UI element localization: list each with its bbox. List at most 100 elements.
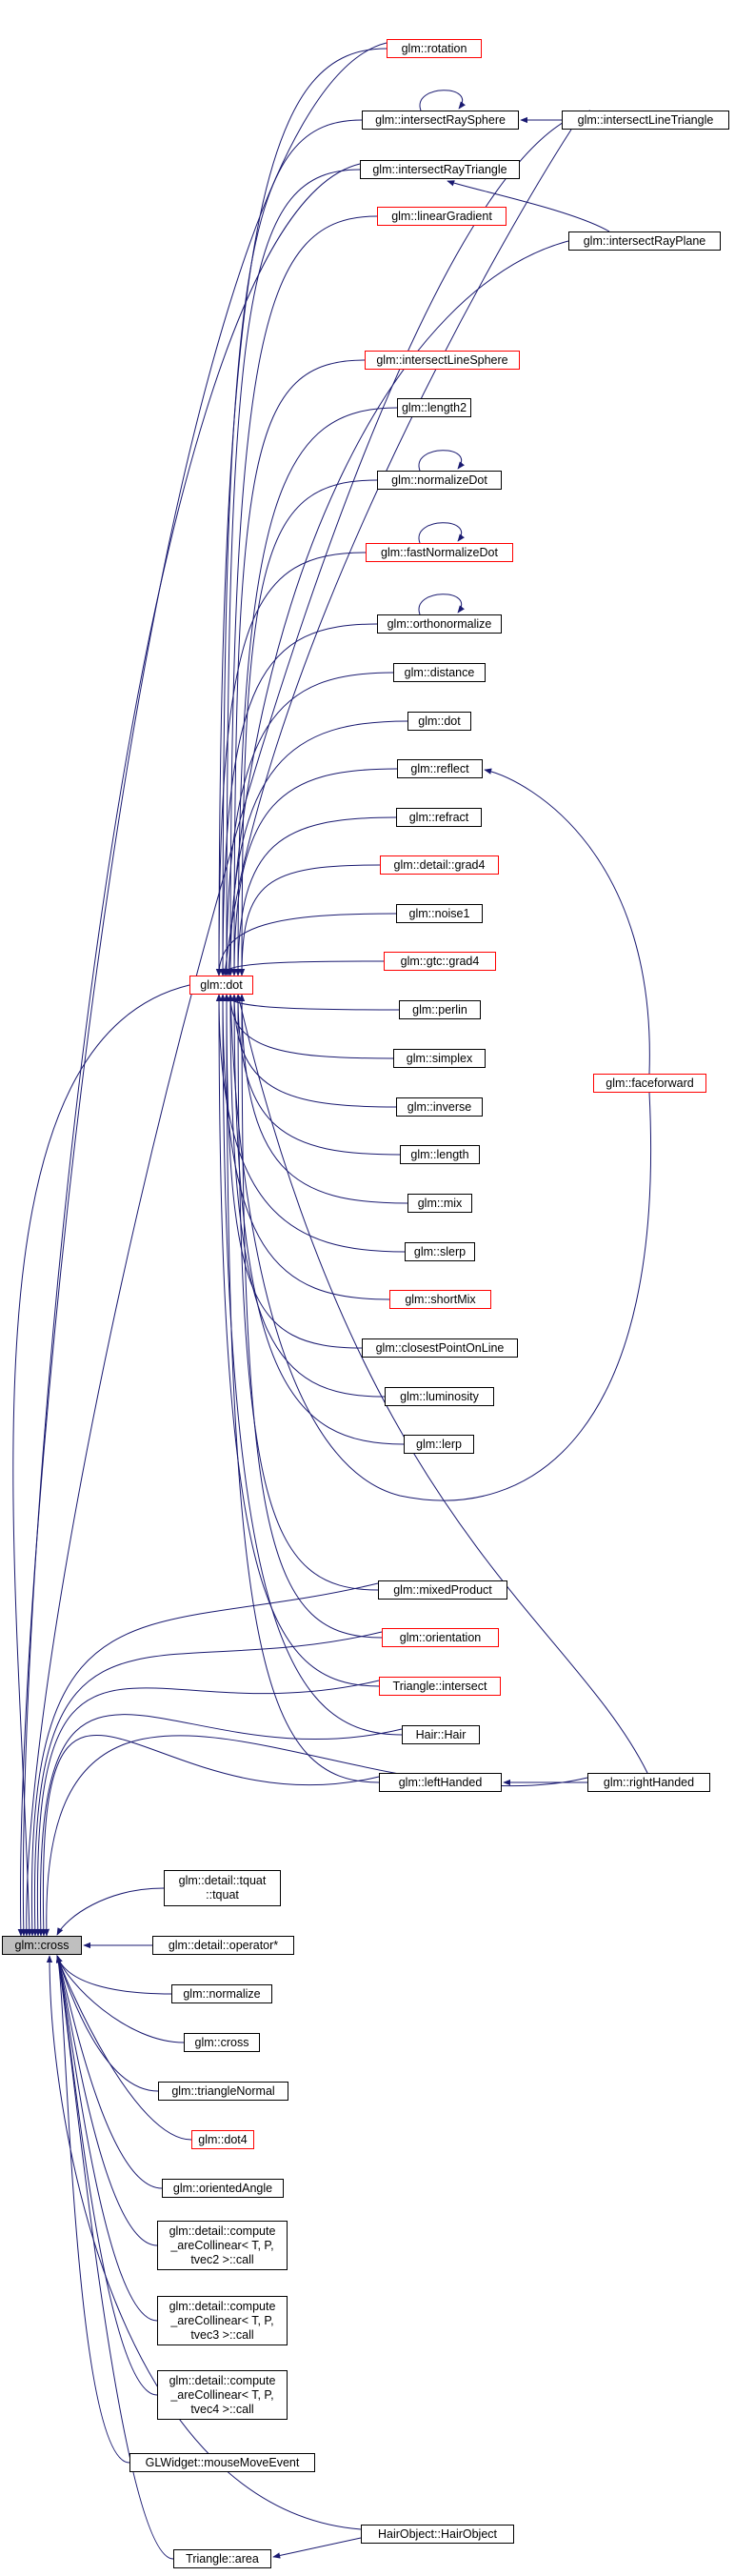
edge-normalize-dot-self (418, 450, 465, 472)
node-intersect-ray-plane[interactable]: glm::intersectRayPlane (568, 231, 721, 251)
node-triangle-area[interactable]: Triangle::area (173, 2549, 271, 2568)
node-glm-cross-root[interactable]: glm::cross (2, 1936, 82, 1955)
edge-ir-plane-to-ir-triangle (447, 180, 610, 232)
node-collinear-tvec3[interactable]: glm::detail::compute _areCollinear< T, P… (157, 2296, 288, 2345)
node-short-mix[interactable]: glm::shortMix (389, 1290, 491, 1309)
edge-reflect-to-dot (230, 768, 398, 976)
node-reflect[interactable]: glm::reflect (397, 759, 483, 778)
node-orientation[interactable]: glm::orientation (382, 1628, 499, 1647)
edge-fast-normalize-dot-to-dot (215, 552, 367, 976)
edge-noise1-to-dot (215, 913, 397, 976)
edge-gtc-grad4-to-dot (219, 960, 385, 976)
edge-ir-plane-to-dot (226, 240, 569, 976)
node-intersect-line-sphere[interactable]: glm::intersectLineSphere (365, 351, 520, 370)
node-length2[interactable]: glm::length2 (397, 398, 471, 417)
edge-ir-sphere-self (419, 90, 466, 111)
edge-slerp-to-dot (215, 994, 406, 1253)
node-luminosity[interactable]: glm::luminosity (385, 1387, 494, 1406)
edge-right-handed-to-dot (236, 994, 648, 1774)
node-triangle-intersect[interactable]: Triangle::intersect (379, 1677, 501, 1696)
node-normalize-dot[interactable]: glm::normalizeDot (377, 471, 502, 490)
edge-faceforward-to-reflect (484, 768, 650, 1075)
edge-ir-triangle-to-cross-up (20, 163, 361, 1937)
node-intersect-ray-sphere[interactable]: glm::intersectRaySphere (362, 111, 519, 130)
node-orthonormalize[interactable]: glm::orthonormalize (377, 614, 502, 634)
edge-tri-intersect-to-dot (215, 994, 380, 1687)
node-intersect-ray-triangle[interactable]: glm::intersectRayTriangle (360, 160, 520, 179)
node-oriented-angle[interactable]: glm::orientedAngle (162, 2179, 284, 2198)
node-detail-grad4[interactable]: glm::detail::grad4 (380, 855, 499, 875)
node-closest-point-on-line[interactable]: glm::closestPointOnLine (362, 1338, 518, 1358)
node-operator-star[interactable]: glm::detail::operator* (152, 1936, 294, 1955)
node-collinear-tvec2[interactable]: glm::detail::compute _areCollinear< T, P… (157, 2221, 288, 2270)
node-intersect-line-triangle[interactable]: glm::intersectLineTriangle (562, 111, 729, 130)
node-dot-2[interactable]: glm::dot (407, 712, 471, 731)
edge-mouse-move-to-cross (56, 1955, 130, 2464)
edge-mix-to-dot (238, 994, 408, 1204)
node-normalize[interactable]: glm::normalize (171, 1984, 272, 2003)
node-gtc-grad4[interactable]: glm::gtc::grad4 (384, 952, 496, 971)
edge-tri-intersect-to-cross-up (34, 1680, 380, 1937)
edge-ir-triangle-to-dot (223, 169, 361, 976)
edge-oriented-angle-to-cross (56, 1955, 163, 2189)
edge-inverse-to-dot (230, 994, 397, 1108)
node-right-handed[interactable]: glm::rightHanded (587, 1773, 710, 1792)
node-glm-dot[interactable]: glm::dot (189, 976, 253, 995)
edge-length-to-dot (234, 994, 401, 1156)
node-slerp[interactable]: glm::slerp (405, 1242, 475, 1261)
node-linear-gradient[interactable]: glm::linearGradient (377, 207, 507, 226)
edge-perlin-to-dot (223, 994, 400, 1011)
node-hair-object[interactable]: HairObject::HairObject (361, 2525, 514, 2544)
edge-normalize-dot-to-dot (238, 479, 378, 976)
edge-tri-area-to-cross (56, 1955, 174, 2560)
edge-cross2-to-cross (56, 1955, 185, 2043)
node-collinear-tvec4[interactable]: glm::detail::compute _areCollinear< T, P… (157, 2370, 288, 2420)
node-rotation[interactable]: glm::rotation (387, 39, 482, 58)
edge-ir-sphere-to-dot (219, 119, 363, 976)
node-mouse-move-event[interactable]: GLWidget::mouseMoveEvent (129, 2453, 315, 2472)
node-dot4[interactable]: glm::dot4 (191, 2130, 254, 2149)
edge-simplex-to-dot (227, 994, 394, 1059)
edge-luminosity-to-dot (227, 994, 386, 1398)
node-fast-normalize-dot[interactable]: glm::fastNormalizeDot (366, 543, 513, 562)
edge-orthonormalize-to-dot (219, 623, 378, 976)
edge-left-handed-to-dot (223, 994, 380, 1783)
edge-dot4-to-cross (56, 1955, 192, 2141)
edge-rotation-to-cross-up (17, 42, 387, 1937)
node-inverse[interactable]: glm::inverse (396, 1097, 483, 1117)
edge-short-mix-to-dot (219, 994, 390, 1300)
edge-hair-to-dot (219, 994, 403, 1736)
edge-left-handed-to-cross-up (40, 1734, 380, 1937)
edge-fast-normalize-dot-self (418, 522, 465, 544)
node-mix[interactable]: glm::mix (407, 1194, 472, 1213)
node-hair-hair[interactable]: Hair::Hair (402, 1725, 480, 1744)
edge-dot-to-cross-up (12, 984, 190, 1937)
edge-lerp-to-dot (230, 994, 405, 1445)
node-faceforward[interactable]: glm::faceforward (593, 1074, 706, 1093)
edge-linear-gradient-to-dot (227, 215, 378, 976)
node-mixed-product[interactable]: glm::mixedProduct (378, 1580, 507, 1600)
node-refract[interactable]: glm::refract (396, 808, 482, 827)
node-length[interactable]: glm::length (400, 1145, 480, 1164)
edge-mixed-product-to-dot (234, 994, 379, 1591)
edge-orientation-to-dot (238, 994, 383, 1639)
node-perlin[interactable]: glm::perlin (399, 1000, 481, 1019)
node-noise1[interactable]: glm::noise1 (396, 904, 483, 923)
edge-collinear3-to-cross (56, 1955, 158, 2322)
edge-detail-grad4-to-dot (238, 864, 381, 976)
edge-hair-to-cross-up (37, 1714, 403, 1937)
edge-collinear2-to-cross (56, 1955, 158, 2246)
edge-normalize-to-cross (56, 1955, 172, 1995)
edge-dot2-to-dot (227, 720, 408, 976)
node-lerp[interactable]: glm::lerp (404, 1435, 474, 1454)
node-triangle-normal[interactable]: glm::triangleNormal (158, 2082, 288, 2101)
edge-right-handed-to-cross-up (43, 1735, 588, 1937)
node-tquat[interactable]: glm::detail::tquat ::tquat (164, 1870, 281, 1906)
node-left-handed[interactable]: glm::leftHanded (379, 1773, 502, 1792)
edge-il-sphere-to-dot (230, 359, 366, 976)
node-cross-2[interactable]: glm::cross (184, 2033, 260, 2052)
node-distance[interactable]: glm::distance (393, 663, 486, 682)
node-simplex[interactable]: glm::simplex (393, 1049, 486, 1068)
